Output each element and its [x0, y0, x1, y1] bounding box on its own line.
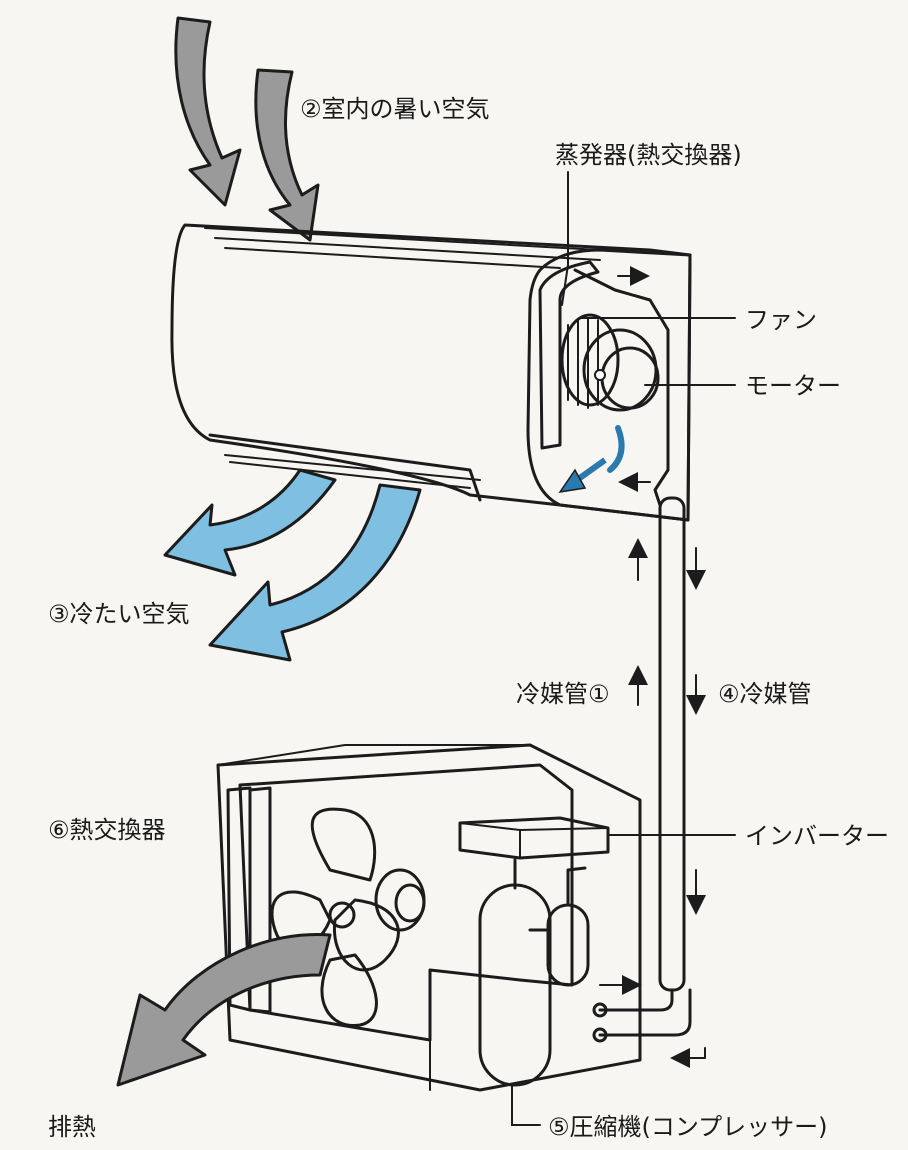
label-evaporator: 蒸発器(熱交換器) [555, 141, 742, 169]
outdoor-unit [216, 743, 642, 1092]
cold-air-arrows [163, 468, 422, 662]
label-fan: ファン [745, 306, 817, 334]
leader-lines [511, 171, 736, 1126]
label-motor: モーター [745, 372, 841, 400]
label-heat-exchanger: ⑥熱交換器 [48, 816, 166, 844]
label-pipe-1: 冷媒管① [516, 680, 610, 708]
hot-air-arrows [174, 16, 320, 242]
label-inverter: インバーター [745, 822, 889, 850]
exhaust-heat-arrow [116, 932, 332, 1087]
indoor-unit [170, 223, 692, 522]
label-hot-air: ②室内の暑い空気 [300, 95, 490, 123]
refrigerant-pipe [592, 496, 706, 1068]
label-cold-air: ③冷たい空気 [48, 600, 190, 628]
label-compressor: ⑤圧縮機(コンプレッサー) [548, 1113, 828, 1141]
label-exhaust-heat: 排熱 [48, 1113, 96, 1141]
label-pipe-4: ④冷媒管 [718, 680, 812, 708]
